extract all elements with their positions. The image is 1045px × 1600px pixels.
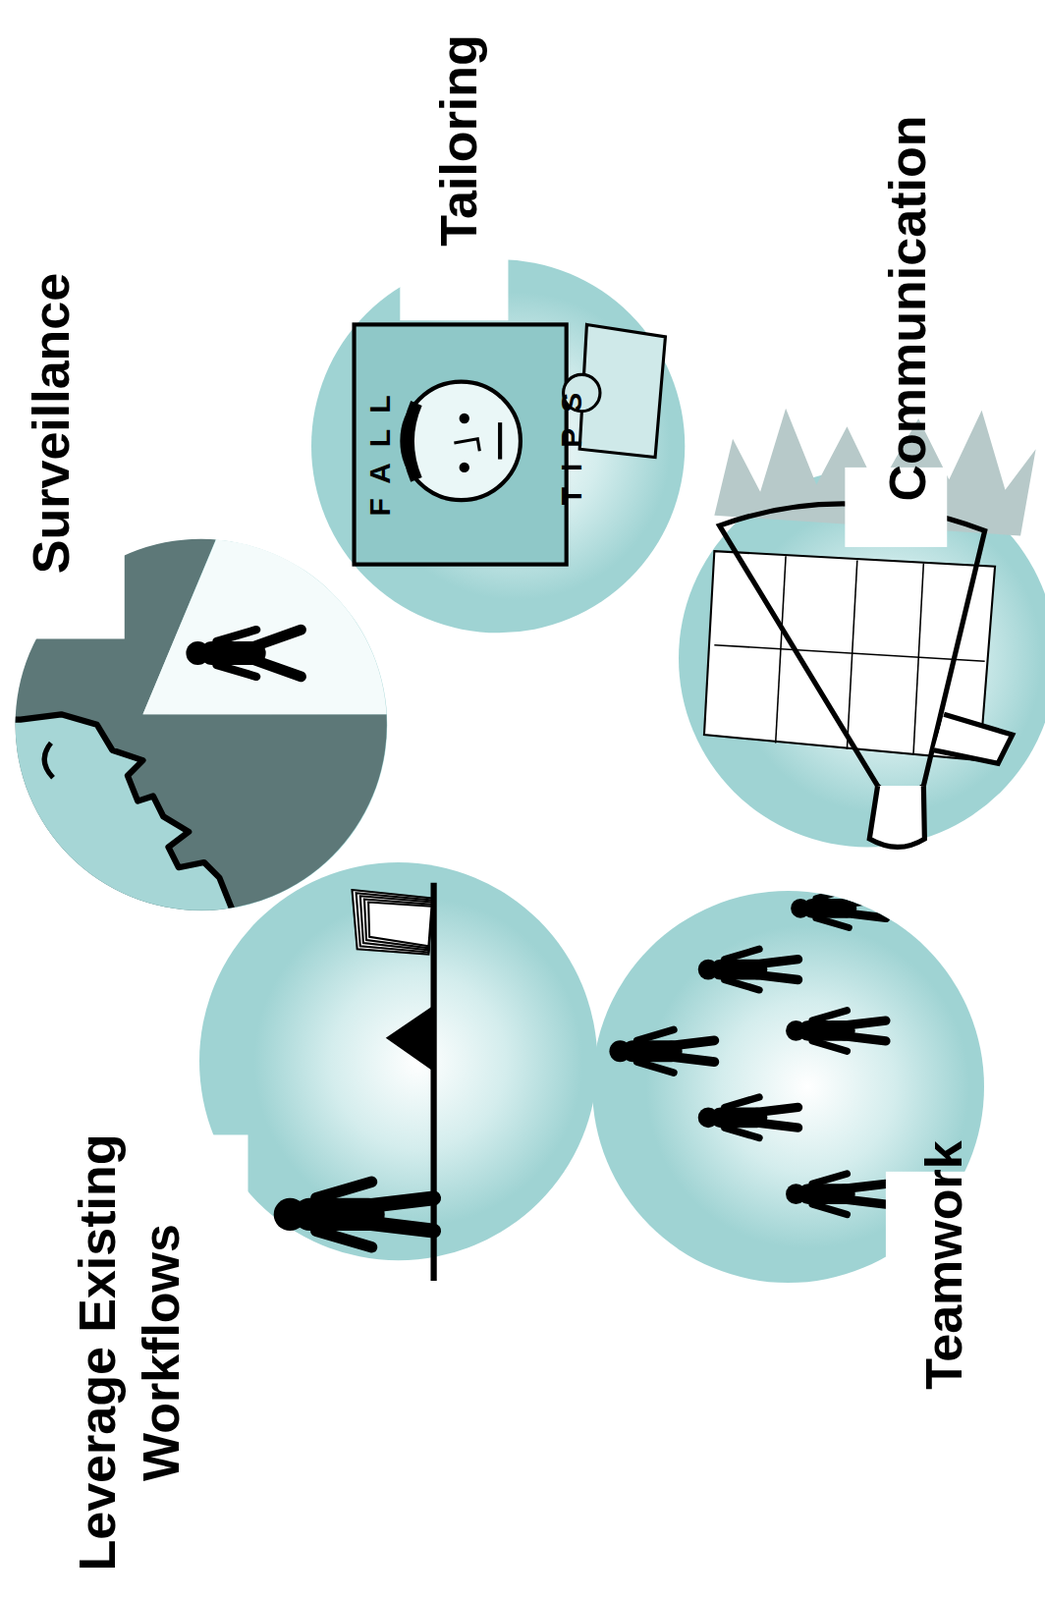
poster-lettering: FALL (363, 380, 397, 533)
topic-circle: Surveillance (15, 539, 387, 911)
topic-circle-fill (311, 259, 685, 633)
topic-circle-fill (15, 539, 387, 911)
topic-circle-fill (678, 469, 1045, 847)
topic-label: Teamwork (912, 1141, 977, 1390)
topic-circle: Communication (678, 469, 1045, 847)
circle-shape (678, 469, 1045, 847)
shadow-region (0, 530, 409, 929)
topic-circle: Leverage Existing Workflows (199, 862, 598, 1261)
topic-label: Leverage Existing Workflows (65, 1106, 194, 1598)
circle-shape (15, 539, 387, 911)
poster-lettering: TIPS (554, 377, 589, 522)
topic-label: Tailoring (426, 35, 491, 248)
topic-circle-fill (199, 862, 598, 1261)
surveillance-scene (0, 530, 409, 929)
topic-circle: Teamwork (592, 890, 985, 1283)
circle-shape (199, 862, 598, 1261)
topic-label: Communication (875, 114, 939, 501)
topic-label: Surveillance (18, 273, 83, 574)
